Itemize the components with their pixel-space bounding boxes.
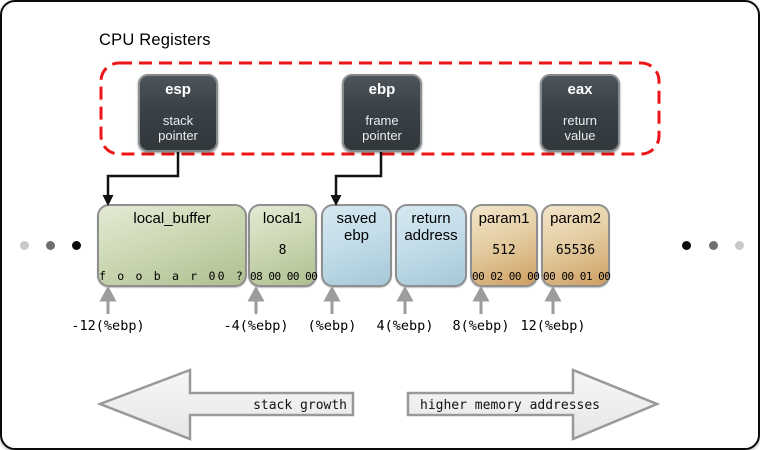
cell-value: 512 <box>492 243 516 258</box>
register-ebp: ebp frame pointer <box>342 74 422 152</box>
stack-cell-param2: param2 65536 00 00 01 00 <box>541 204 611 287</box>
stack-growth-label: stack growth <box>253 398 347 413</box>
offset-label: (%ebp) <box>307 318 357 334</box>
cell-label-line2: address <box>404 227 458 244</box>
ellipsis-dot <box>709 241 718 250</box>
register-esp: esp stack pointer <box>138 74 218 152</box>
stack-cell-local-buffer: local_buffer f o o b a r 00 ? <box>97 204 247 287</box>
ellipsis-dot <box>72 241 81 250</box>
ellipsis-dot <box>46 241 55 250</box>
register-ebp-role-line1: frame <box>365 113 399 128</box>
offset-label: 8(%ebp) <box>452 318 510 334</box>
ellipsis-dot <box>20 241 29 250</box>
register-esp-role: stack pointer <box>158 113 198 143</box>
register-ebp-role: frame pointer <box>362 113 402 143</box>
register-ebp-name: ebp <box>368 81 396 98</box>
offset-label: -4(%ebp) <box>223 318 289 334</box>
cell-label-line1: return <box>411 210 451 227</box>
register-esp-role-line1: stack <box>162 113 194 128</box>
offset-label: 4(%ebp) <box>376 318 434 334</box>
stack-cell-local1: local1 8 08 00 00 00 <box>248 204 318 287</box>
cell-bytes: 00 00 01 00 <box>543 270 611 283</box>
cell-label: param1 <box>478 210 530 227</box>
cell-label-line2: ebp <box>343 227 370 244</box>
cell-bytes: 00 02 00 00 <box>472 270 540 283</box>
esp-connector-arrow <box>106 150 180 196</box>
cell-bytes: 08 00 00 00 <box>250 270 318 283</box>
register-eax-name: eax <box>567 81 593 98</box>
cell-bytes: f o o b a r 00 ? <box>99 269 245 283</box>
stack-cell-return-address: return address <box>395 204 467 287</box>
register-esp-name: esp <box>165 81 191 98</box>
cell-label: local1 <box>262 210 303 227</box>
ebp-connector-arrow <box>334 150 383 196</box>
diagram-title: CPU Registers <box>99 31 211 49</box>
offset-label: 12(%ebp) <box>520 318 586 334</box>
register-ebp-role-line2: pointer <box>362 128 402 143</box>
higher-memory-label: higher memory addresses <box>420 398 601 413</box>
stack-cell-saved-ebp: saved ebp <box>321 204 392 287</box>
cell-label: return address <box>397 210 465 244</box>
register-eax-role: return value <box>563 113 597 143</box>
cell-label: local_buffer <box>133 210 211 227</box>
cell-label-line1: saved <box>336 210 377 227</box>
ellipsis-dot <box>682 241 691 250</box>
ellipsis-dot <box>735 241 744 250</box>
register-eax-role-line1: return <box>563 113 597 128</box>
cell-label: param2 <box>550 210 601 227</box>
stack-cell-param1: param1 512 00 02 00 00 <box>470 204 540 287</box>
cell-value: 8 <box>278 243 287 258</box>
cell-value: 65536 <box>555 243 596 258</box>
offset-pointer-arrows <box>99 285 562 314</box>
register-eax: eax return value <box>540 74 620 152</box>
offset-label: -12(%ebp) <box>71 318 145 334</box>
cell-label: saved ebp <box>323 210 390 244</box>
register-esp-role-line2: pointer <box>158 128 198 143</box>
register-eax-role-line2: value <box>564 128 596 143</box>
